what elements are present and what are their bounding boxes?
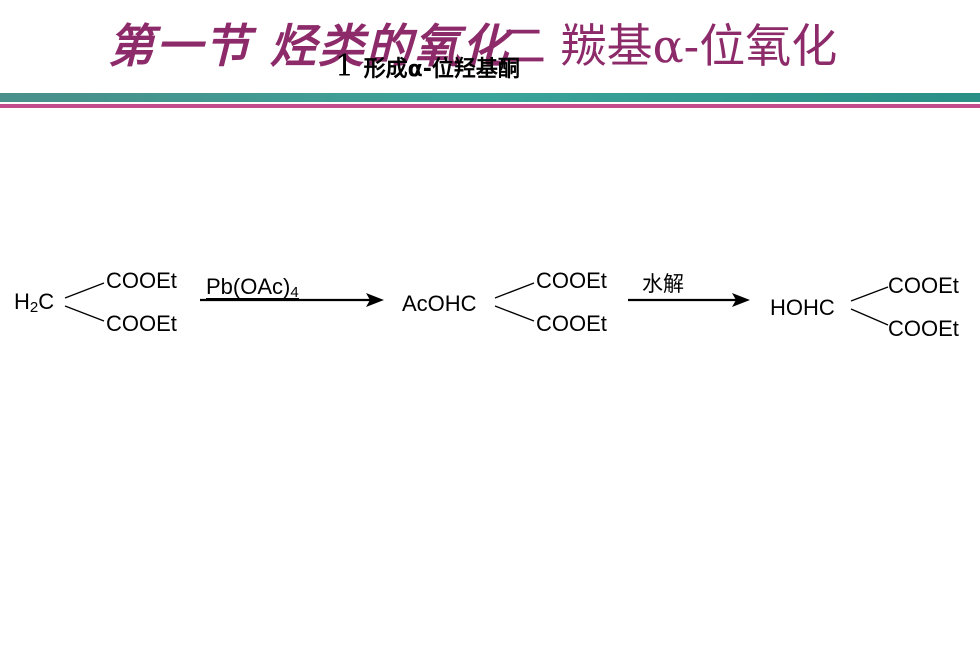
product-bond-top bbox=[850, 286, 889, 302]
subtitle-text: 形成α-位羟基酮 bbox=[363, 57, 520, 82]
intermediate-bond-top bbox=[494, 282, 535, 299]
intermediate-ester-bottom: COOEt bbox=[536, 311, 607, 336]
intermediate-bond-bottom bbox=[494, 305, 535, 322]
slide-title-section: 第一节 烃类的氧化 bbox=[108, 19, 511, 73]
product-bond-bottom bbox=[850, 308, 889, 326]
intermediate-ester-top: COOEt bbox=[536, 268, 607, 293]
step1-reagent-text: Pb(OAc) bbox=[206, 274, 291, 299]
reactant-subscript: 2 bbox=[29, 299, 39, 316]
reactant-core: H2C bbox=[14, 289, 55, 316]
slide-subtitle: 1 形成α-位羟基酮 bbox=[335, 52, 520, 82]
reactant-c: C bbox=[38, 289, 55, 314]
step2-reagent: 水解 bbox=[642, 272, 684, 296]
reactant-h: H bbox=[14, 289, 30, 314]
intermediate-core: AcOHC bbox=[402, 291, 477, 316]
arrow-2-head bbox=[732, 293, 750, 307]
reactant-bond-top bbox=[64, 282, 105, 299]
product-ester-top: COOEt bbox=[888, 273, 959, 298]
header-rule-pink bbox=[0, 104, 980, 108]
reactant-ester-bottom: COOEt bbox=[106, 311, 177, 336]
product-core: HOHC bbox=[770, 295, 835, 320]
step1-reagent-subscript: 4 bbox=[290, 284, 299, 301]
reactant-ester-top: COOEt bbox=[106, 268, 177, 293]
reactant-bond-bottom bbox=[64, 305, 105, 322]
product-ester-bottom: COOEt bbox=[888, 316, 959, 341]
header-rule-teal bbox=[0, 93, 980, 102]
subtitle-number: 1 bbox=[335, 49, 355, 84]
arrow-1-head bbox=[366, 293, 384, 307]
step1-reagent: Pb(OAc)4 bbox=[206, 274, 299, 301]
slide-title-topic: 二 羰基α-位氧化 bbox=[500, 19, 838, 73]
